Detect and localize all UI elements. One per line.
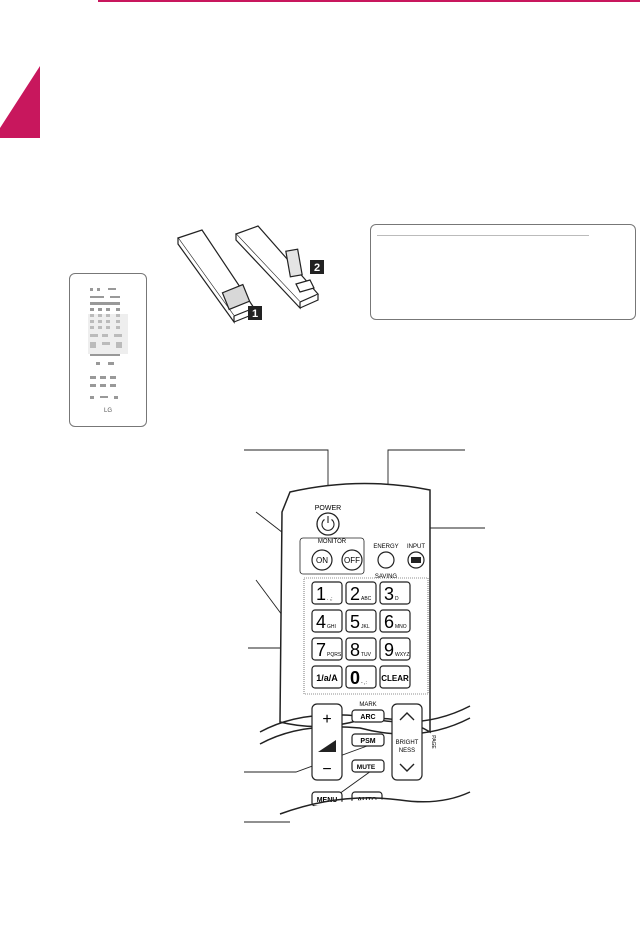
page-label: PAGE (430, 735, 436, 749)
step-2-number: 2 (314, 262, 320, 274)
number-key-letters: ABC (361, 596, 372, 602)
number-key-letters: TUV (361, 652, 372, 658)
one-a-key[interactable] (311, 665, 343, 689)
number-key-5[interactable] (345, 609, 377, 633)
mute-label: MUTE (357, 764, 376, 771)
brightness-rocker[interactable] (391, 703, 423, 781)
zero-key-letters: - ,: (361, 680, 367, 686)
power-button[interactable] (316, 512, 340, 536)
remote-thumbnail-card: LG (69, 273, 147, 427)
number-key-8[interactable] (345, 637, 377, 661)
zero-key-label: 0 (350, 668, 360, 688)
brightness-label-2: NESS (399, 748, 415, 754)
number-key-2[interactable] (345, 581, 377, 605)
remote-front-diagram: POWER MONITOR ON OFF ENERGY SAVING INPUT… (244, 449, 485, 840)
input-label: INPUT (407, 544, 425, 550)
saving-label: SAVING (375, 574, 398, 580)
clear-key[interactable] (379, 665, 411, 689)
number-key-digit: 4 (316, 612, 326, 632)
monitor-label: MONITOR (318, 539, 347, 545)
mute-button[interactable] (351, 759, 385, 773)
remote-back-closed (234, 225, 319, 310)
number-key-digit: 5 (350, 612, 360, 632)
note-box (370, 224, 636, 320)
number-key-1[interactable] (311, 581, 343, 605)
number-key-digit: 1 (316, 584, 326, 604)
psm-button[interactable] (351, 733, 385, 747)
arc-button[interactable] (351, 709, 385, 723)
brightness-down-icon (399, 763, 415, 772)
number-key-9[interactable] (379, 637, 411, 661)
lg-logo: LG (104, 408, 112, 414)
battery-install-illustration: 1 2 (177, 225, 324, 324)
number-key-letters: PQRS (327, 652, 342, 658)
header-rule (98, 0, 640, 2)
number-key-letters: JKL (361, 624, 370, 630)
mark-label: MARK (359, 702, 376, 708)
power-label: POWER (315, 505, 341, 512)
remote-thumbnail: LG (88, 288, 128, 414)
clear-key-label: CLEAR (381, 674, 409, 683)
monitor-group (299, 537, 365, 575)
arc-label: ARC (360, 714, 375, 721)
one-a-key-label: 1/a/A (316, 673, 338, 683)
number-key-letters: . ,; (327, 596, 333, 602)
number-key-letters: D (395, 596, 399, 602)
psm-label: PSM (360, 738, 375, 745)
step-1-badge (248, 306, 262, 320)
brightness-label: BRIGHT (396, 740, 419, 746)
number-key-digit: 8 (350, 640, 360, 660)
number-key-digit: 3 (384, 584, 394, 604)
monitor-on-button[interactable] (311, 549, 333, 571)
on-label: ON (316, 556, 328, 565)
number-key-digit: 7 (316, 640, 326, 660)
remote-body (279, 482, 431, 734)
volume-up-label: + (322, 711, 331, 728)
off-label: OFF (344, 556, 360, 565)
monitor-off-button[interactable] (341, 549, 363, 571)
step-1-number: 1 (252, 308, 258, 320)
input-icon (411, 557, 421, 563)
number-key-digit: 6 (384, 612, 394, 632)
volume-down-label: − (322, 761, 331, 778)
number-key-letters: WXYZ (395, 652, 409, 658)
number-key-3[interactable] (379, 581, 411, 605)
number-key-letters: GHI (327, 624, 336, 630)
number-key-digit: 9 (384, 640, 394, 660)
chapter-tab (0, 66, 40, 138)
number-key-4[interactable] (311, 609, 343, 633)
number-key-letters: MNO (395, 624, 407, 630)
volume-icon (318, 740, 336, 752)
power-icon (321, 519, 335, 531)
number-key-7[interactable] (311, 637, 343, 661)
number-key-6[interactable] (379, 609, 411, 633)
number-key-digit: 2 (350, 584, 360, 604)
brightness-up-icon (399, 712, 415, 721)
menu-label: MENU (317, 797, 338, 804)
energy-label: ENERGY (373, 544, 398, 550)
energy-saving-button[interactable] (377, 551, 395, 569)
volume-rocker[interactable] (311, 703, 343, 781)
step-2-badge (310, 260, 324, 274)
zero-key[interactable] (345, 665, 377, 689)
